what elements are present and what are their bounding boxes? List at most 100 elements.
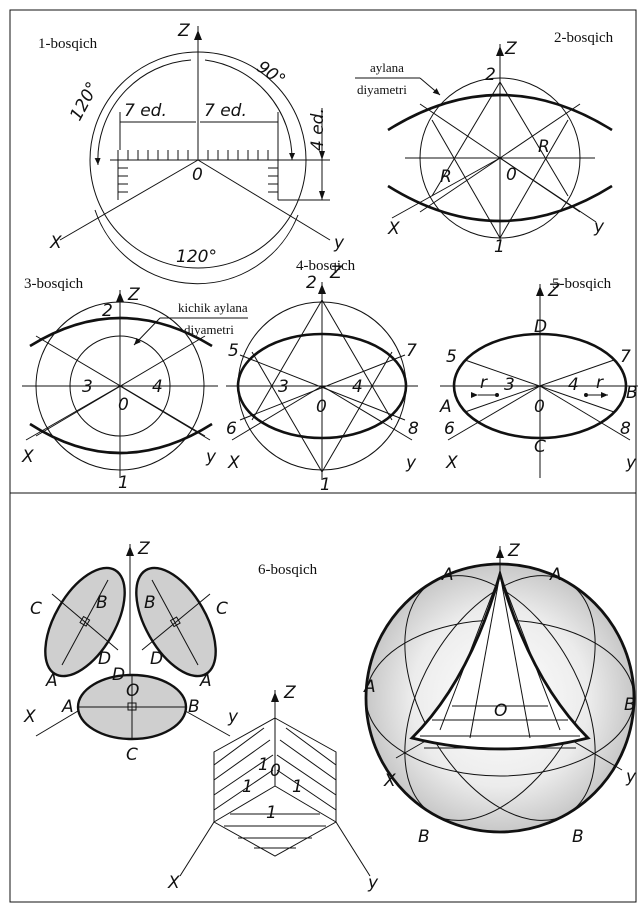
stage-4-point-3: 3: [278, 377, 289, 397]
stage-5-x-label: X: [445, 453, 458, 473]
cube-y-label: y: [367, 873, 379, 893]
stage-2-title: 2-bosqich: [554, 30, 614, 46]
stage-1-x-axis: [59, 159, 199, 241]
planes-left-b: B: [96, 593, 108, 613]
planes-bottom-c: C: [126, 745, 138, 765]
planes-left-d: D: [98, 649, 111, 669]
stage-5-r-left: r: [480, 373, 488, 393]
planes-y-label: y: [227, 707, 239, 727]
stage-1-y-axis: [197, 159, 331, 241]
stage-5-title: 5-bosqich: [552, 276, 612, 292]
angle-90-label: 90°: [253, 57, 289, 91]
stage-3-note-line1: kichik aylana: [178, 300, 248, 315]
cube-one-d: 1: [266, 803, 277, 823]
stage-4-point-5: 5: [228, 341, 239, 361]
cube-x-label: X: [167, 873, 180, 893]
planes-right-b: B: [144, 593, 156, 613]
stage-5-point-c: C: [534, 437, 546, 457]
stage-2-point-2: 2: [485, 65, 496, 85]
stage-5-point-a: A: [439, 397, 452, 417]
stage-5-point-8: 8: [620, 419, 631, 439]
stage-4-point-7: 7: [406, 341, 417, 361]
sheet-border: [9, 9, 637, 903]
stage-4-title: 4-bosqich: [296, 258, 356, 274]
stage-3-point-3: 3: [82, 377, 93, 397]
stage-5-y-label: y: [625, 453, 637, 473]
sphere-b-bottom-right: B: [572, 827, 584, 847]
stage-2-r-left: R: [440, 167, 452, 187]
stage-4-y-label: y: [405, 453, 417, 473]
stage-3-panel: 3-bosqich kichik aylana diyametri Z 2 1 …: [21, 276, 248, 493]
stage-3-x-label: X: [21, 447, 34, 467]
stage-4-point-4: 4: [352, 377, 363, 397]
stage-2-note-line2: diyametri: [357, 82, 407, 97]
sphere-z-label: Z: [507, 541, 520, 561]
stage-3-title: 3-bosqich: [24, 276, 84, 292]
sphere-y-label: y: [625, 767, 637, 787]
stage-2-upper-arc: [387, 93, 613, 132]
angle-120-left-arc: [94, 59, 192, 166]
stage-2-x-label: X: [387, 219, 400, 239]
planes-bottom-b: B: [188, 697, 200, 717]
sphere-x-label: X: [383, 771, 396, 791]
stage-5-point-3: 3: [504, 375, 515, 395]
stage-4-point-6: 6: [226, 419, 237, 439]
angle-120-bottom-label: 120°: [176, 247, 217, 267]
stage-1-panel: 1-bosqich: [38, 21, 345, 285]
planes-right-c: C: [216, 599, 228, 619]
stage-5-point-5: 5: [446, 347, 457, 367]
stage-4-x-label: X: [227, 453, 240, 473]
unit-right-label: 7 ed.: [204, 101, 247, 121]
stage-6-panel: 6-bosqich Z B C D A B C D A A B: [23, 539, 637, 893]
angle-120-left-label: 120°: [66, 79, 103, 125]
stage-3-upper-arc: [29, 316, 213, 348]
stage-5-point-7: 7: [620, 347, 631, 367]
stage-4-point-8: 8: [408, 419, 419, 439]
stage-2-r-right: R: [538, 137, 550, 157]
stage-4-z-label: Z: [329, 263, 342, 283]
stage-2-y-label: y: [593, 217, 605, 237]
cube-hexagon: [213, 717, 337, 857]
planes-x-label: X: [23, 707, 36, 727]
planes-right-d: D: [150, 649, 163, 669]
sphere-a-left: A: [363, 677, 376, 697]
origin-label: 0: [192, 165, 203, 185]
planes-origin: O: [126, 681, 139, 701]
sphere-figure: Z A A A B B B O X y: [363, 541, 637, 847]
cube-figure: Z 0 1 1 1 1 X y: [167, 683, 379, 893]
angle-120-bottom-arc: [94, 209, 299, 285]
y-label: y: [333, 233, 345, 253]
z-label: Z: [177, 21, 190, 41]
planes-right-a: A: [199, 671, 212, 691]
stage-2-point-1: 1: [494, 237, 505, 257]
stage-3-y-label: y: [205, 447, 217, 467]
cube-one-a: 1: [258, 755, 269, 775]
unit-left-label: 7 ed.: [124, 101, 167, 121]
stage-5-point-6: 6: [444, 419, 455, 439]
stage-4-ellipse: [236, 332, 408, 440]
stage-2-lower-arc: [387, 184, 613, 223]
sphere-b-right: B: [624, 695, 636, 715]
stage-6-title: 6-bosqich: [258, 562, 318, 578]
sphere-b-bottom-left: B: [418, 827, 430, 847]
stage-3-note-line2: diyametri: [184, 322, 234, 337]
stage-2-z-label: Z: [504, 39, 517, 59]
stage-4-panel: 4-bosqich Z 2 1 3 4 0 5 6 7 8 X y: [226, 258, 419, 495]
planes-bottom-d: D: [112, 665, 125, 685]
stage-2-note-line1: aylana: [370, 60, 404, 75]
stage-4-origin: 0: [316, 397, 327, 417]
cube-origin: 0: [270, 761, 281, 781]
stage-3-lower-arc: [29, 422, 213, 455]
angle-90-arc: [204, 59, 296, 161]
stage-5-ellipse: [452, 332, 628, 440]
sphere-a-top-right: A: [549, 565, 562, 585]
stage-3-origin: 0: [118, 395, 129, 415]
stage-5-point-d: D: [534, 317, 547, 337]
planes-z-label: Z: [137, 539, 150, 559]
stage-5-panel: 5-bosqich Z D C A B 3 4 0 5 6 7 8 r r X …: [439, 276, 638, 478]
unit-vertical-label: 4 ed.: [308, 108, 328, 151]
stage-5-point-4: 4: [568, 375, 579, 395]
stage-2-x-axis: [391, 157, 501, 219]
